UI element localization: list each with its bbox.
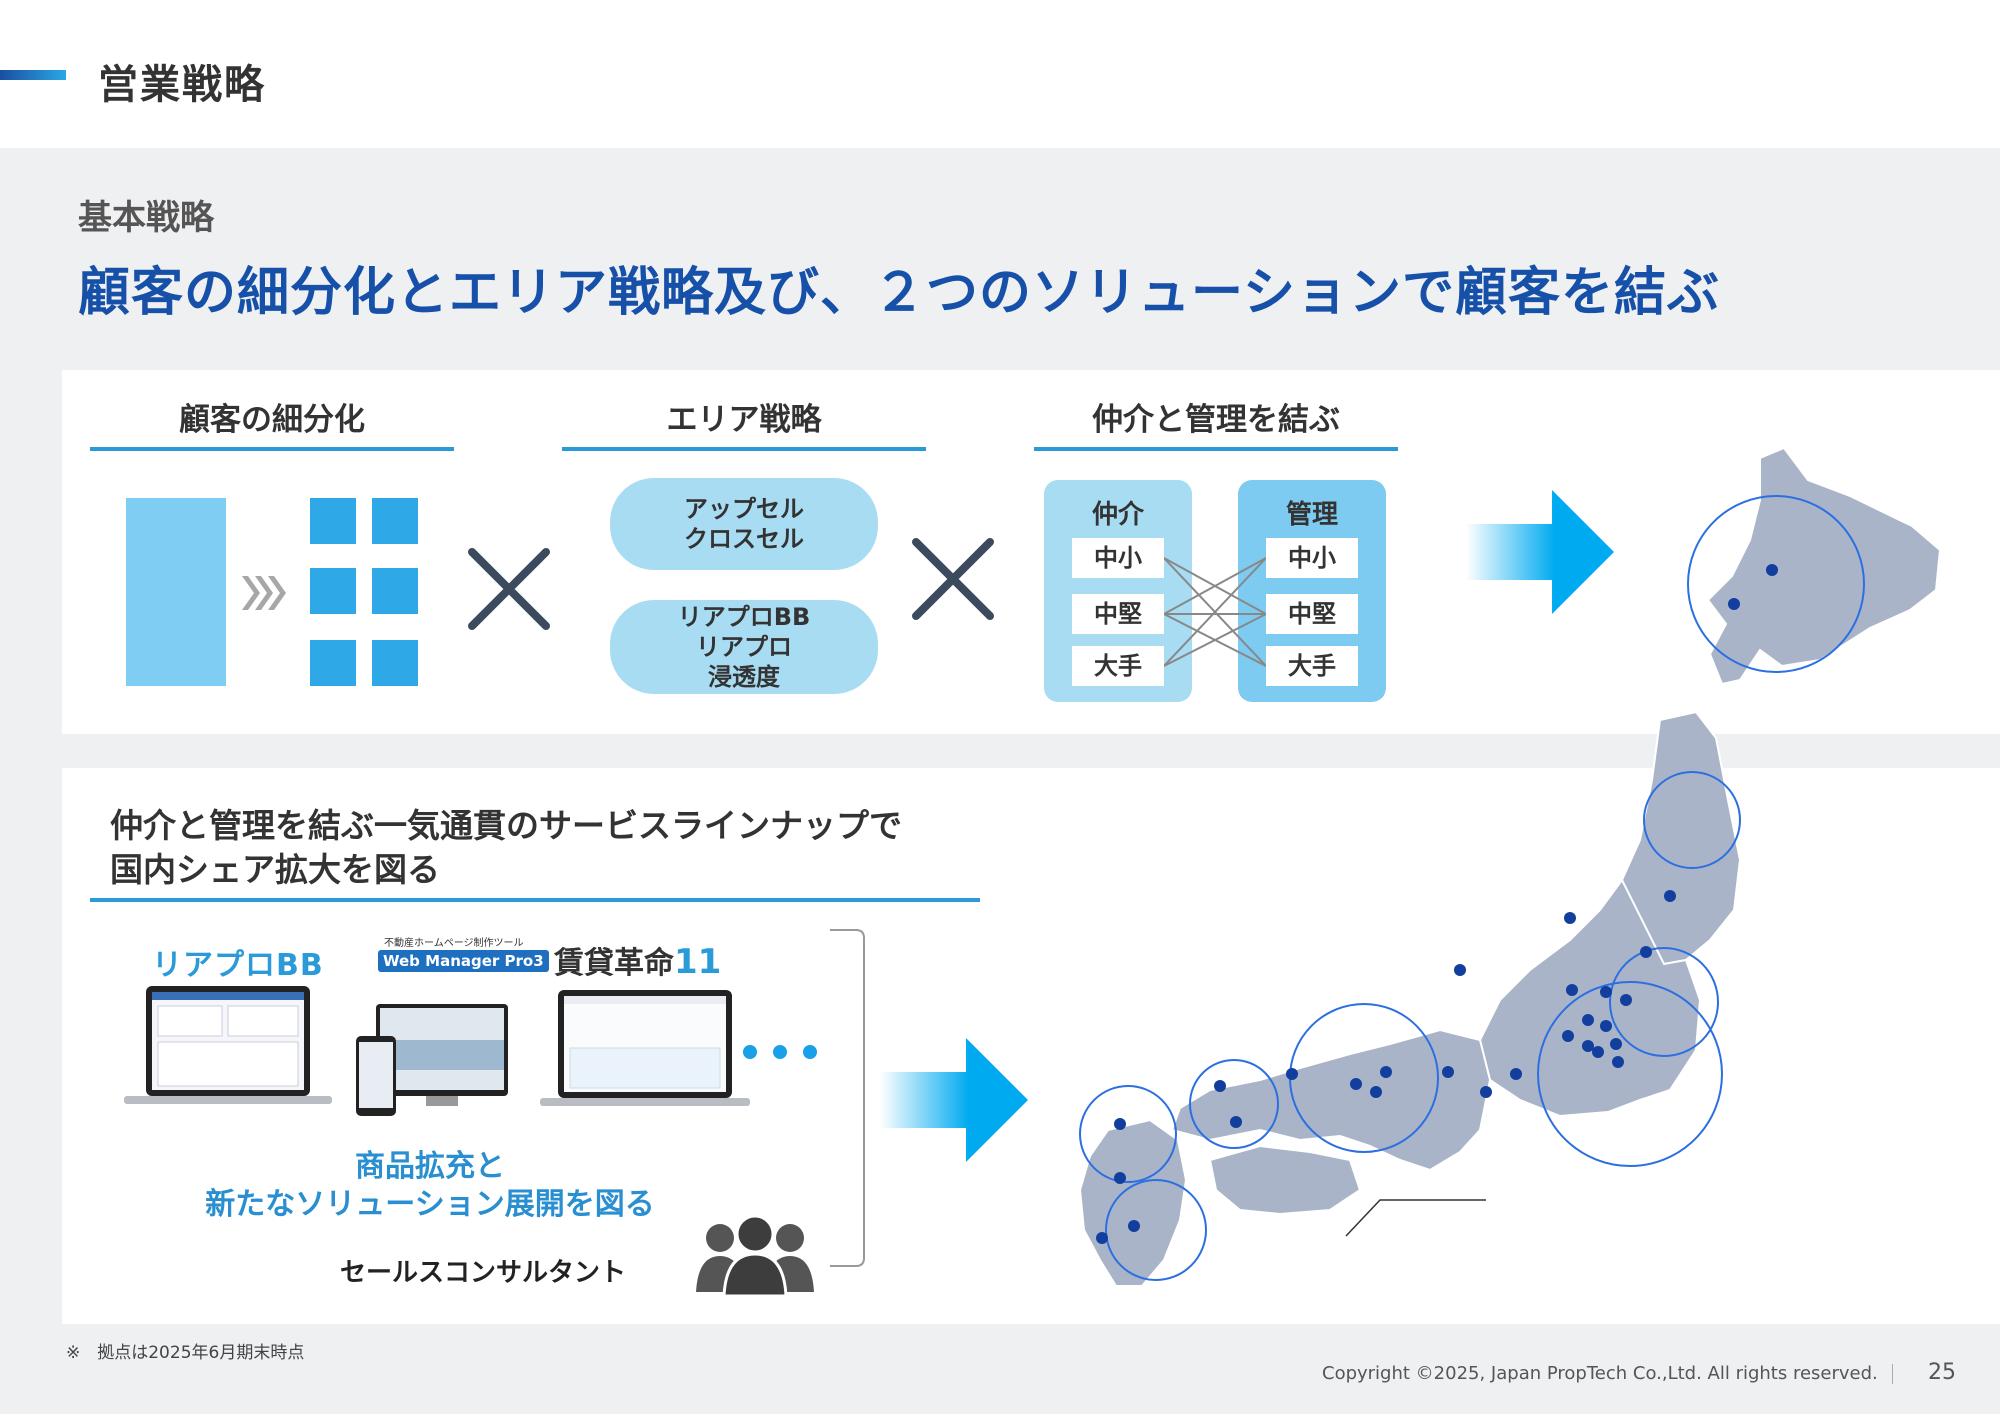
map-region-honshu-central bbox=[1478, 878, 1702, 1118]
expand-line: 新たなソリューション展開を図る bbox=[205, 1187, 655, 1222]
japan-map bbox=[1078, 446, 1942, 1287]
pill-line: リアプロBB bbox=[677, 603, 811, 631]
segment-block bbox=[310, 498, 356, 544]
management-column: 管理 中小 中堅 大手 bbox=[1238, 480, 1386, 702]
segmentation-underline bbox=[90, 447, 454, 451]
lineup-title-line: 国内シェア拡大を図る bbox=[110, 850, 440, 889]
segmentation-title: 顧客の細分化 bbox=[179, 402, 365, 438]
segment-block bbox=[372, 498, 418, 544]
product-logo-chintai-kakumei: 賃貸革命11 bbox=[554, 938, 721, 982]
sales-consultant-label: セールスコンサルタント bbox=[340, 1258, 627, 1288]
bracket bbox=[830, 929, 865, 1267]
expand-text: 商品拡充と 新たなソリューション展開を図る bbox=[170, 1148, 690, 1224]
connect-title: 仲介と管理を結ぶ bbox=[1092, 402, 1340, 438]
product-name: 賃貸革命 bbox=[554, 946, 674, 981]
product-logo-web-manager: Web Manager Pro3 bbox=[378, 950, 549, 972]
multiply-icon bbox=[912, 538, 994, 620]
map-region-kyushu bbox=[1078, 1118, 1188, 1287]
pill-line: リアプロ bbox=[696, 633, 792, 661]
pill-line: アップセル bbox=[684, 495, 804, 523]
broker-size-large: 大手 bbox=[1072, 646, 1164, 686]
multiply-icon bbox=[468, 548, 550, 630]
pill-line: 浸透度 bbox=[708, 663, 780, 691]
penetration-pill: リアプロBB リアプロ 浸透度 bbox=[610, 600, 878, 694]
copyright: Copyright ©2025, Japan PropTech Co.,Ltd.… bbox=[1322, 1363, 1878, 1384]
map-region-honshu-west bbox=[1170, 1028, 1492, 1172]
chevrons-icon bbox=[242, 576, 286, 610]
connect-underline bbox=[1034, 447, 1398, 451]
pill-line: クロスセル bbox=[684, 525, 804, 553]
device-screenshot-web-manager bbox=[356, 1004, 508, 1116]
product-logo-reapro-bb: リアプロBB bbox=[152, 948, 324, 983]
map-region-shikoku bbox=[1208, 1144, 1362, 1216]
area-strategy-underline bbox=[562, 447, 926, 451]
single-customer-block bbox=[126, 498, 226, 686]
page-number: 25 bbox=[1928, 1360, 1956, 1385]
section-subtitle: 基本戦略 bbox=[78, 198, 214, 238]
footer-divider bbox=[1892, 1364, 1893, 1384]
segment-block bbox=[310, 640, 356, 686]
management-size-small: 中小 bbox=[1266, 538, 1358, 578]
expand-line: 商品拡充と bbox=[355, 1149, 505, 1184]
product-caption-web-manager: 不動産ホームページ制作ツール bbox=[384, 938, 524, 949]
product-version: 11 bbox=[674, 942, 722, 982]
lineup-underline bbox=[90, 898, 980, 902]
page-title: 営業戦略 bbox=[98, 62, 266, 108]
lineup-title-line: 仲介と管理を結ぶ一気通貫のサービスラインナップで bbox=[110, 806, 902, 845]
laptop-screenshot-chintai bbox=[540, 990, 750, 1106]
broker-title: 仲介 bbox=[1091, 500, 1144, 530]
segmented-customer-grid bbox=[310, 498, 420, 688]
management-title: 管理 bbox=[1285, 500, 1338, 530]
footnote: ※ 拠点は2025年6月期末時点 bbox=[66, 1343, 305, 1363]
area-strategy-title: エリア戦略 bbox=[666, 402, 822, 438]
people-group-icon bbox=[696, 1214, 814, 1296]
lineup-title: 仲介と管理を結ぶ一気通貫のサービスラインナップで 国内シェア拡大を図る bbox=[110, 804, 1010, 892]
header-accent-bar bbox=[0, 70, 66, 80]
arrow-right-icon bbox=[880, 1038, 1028, 1162]
segment-block bbox=[372, 568, 418, 614]
management-size-large: 大手 bbox=[1266, 646, 1358, 686]
broker-column: 仲介 中小 中堅 大手 bbox=[1044, 480, 1192, 702]
more-dots-icon bbox=[743, 1045, 817, 1059]
headline: 顧客の細分化とエリア戦略及び、２つのソリューションで顧客を結ぶ bbox=[78, 263, 1720, 323]
map-region-hokkaido bbox=[1706, 446, 1942, 686]
laptop-screenshot-reapro bbox=[124, 986, 332, 1104]
segment-block bbox=[310, 568, 356, 614]
broker-size-small: 中小 bbox=[1072, 538, 1164, 578]
upsell-pill: アップセル クロスセル bbox=[610, 478, 878, 570]
broker-size-mid: 中堅 bbox=[1072, 594, 1164, 634]
connection-lines bbox=[1164, 557, 1266, 667]
segment-block bbox=[372, 640, 418, 686]
management-size-mid: 中堅 bbox=[1266, 594, 1358, 634]
arrow-right-icon bbox=[1466, 490, 1614, 614]
